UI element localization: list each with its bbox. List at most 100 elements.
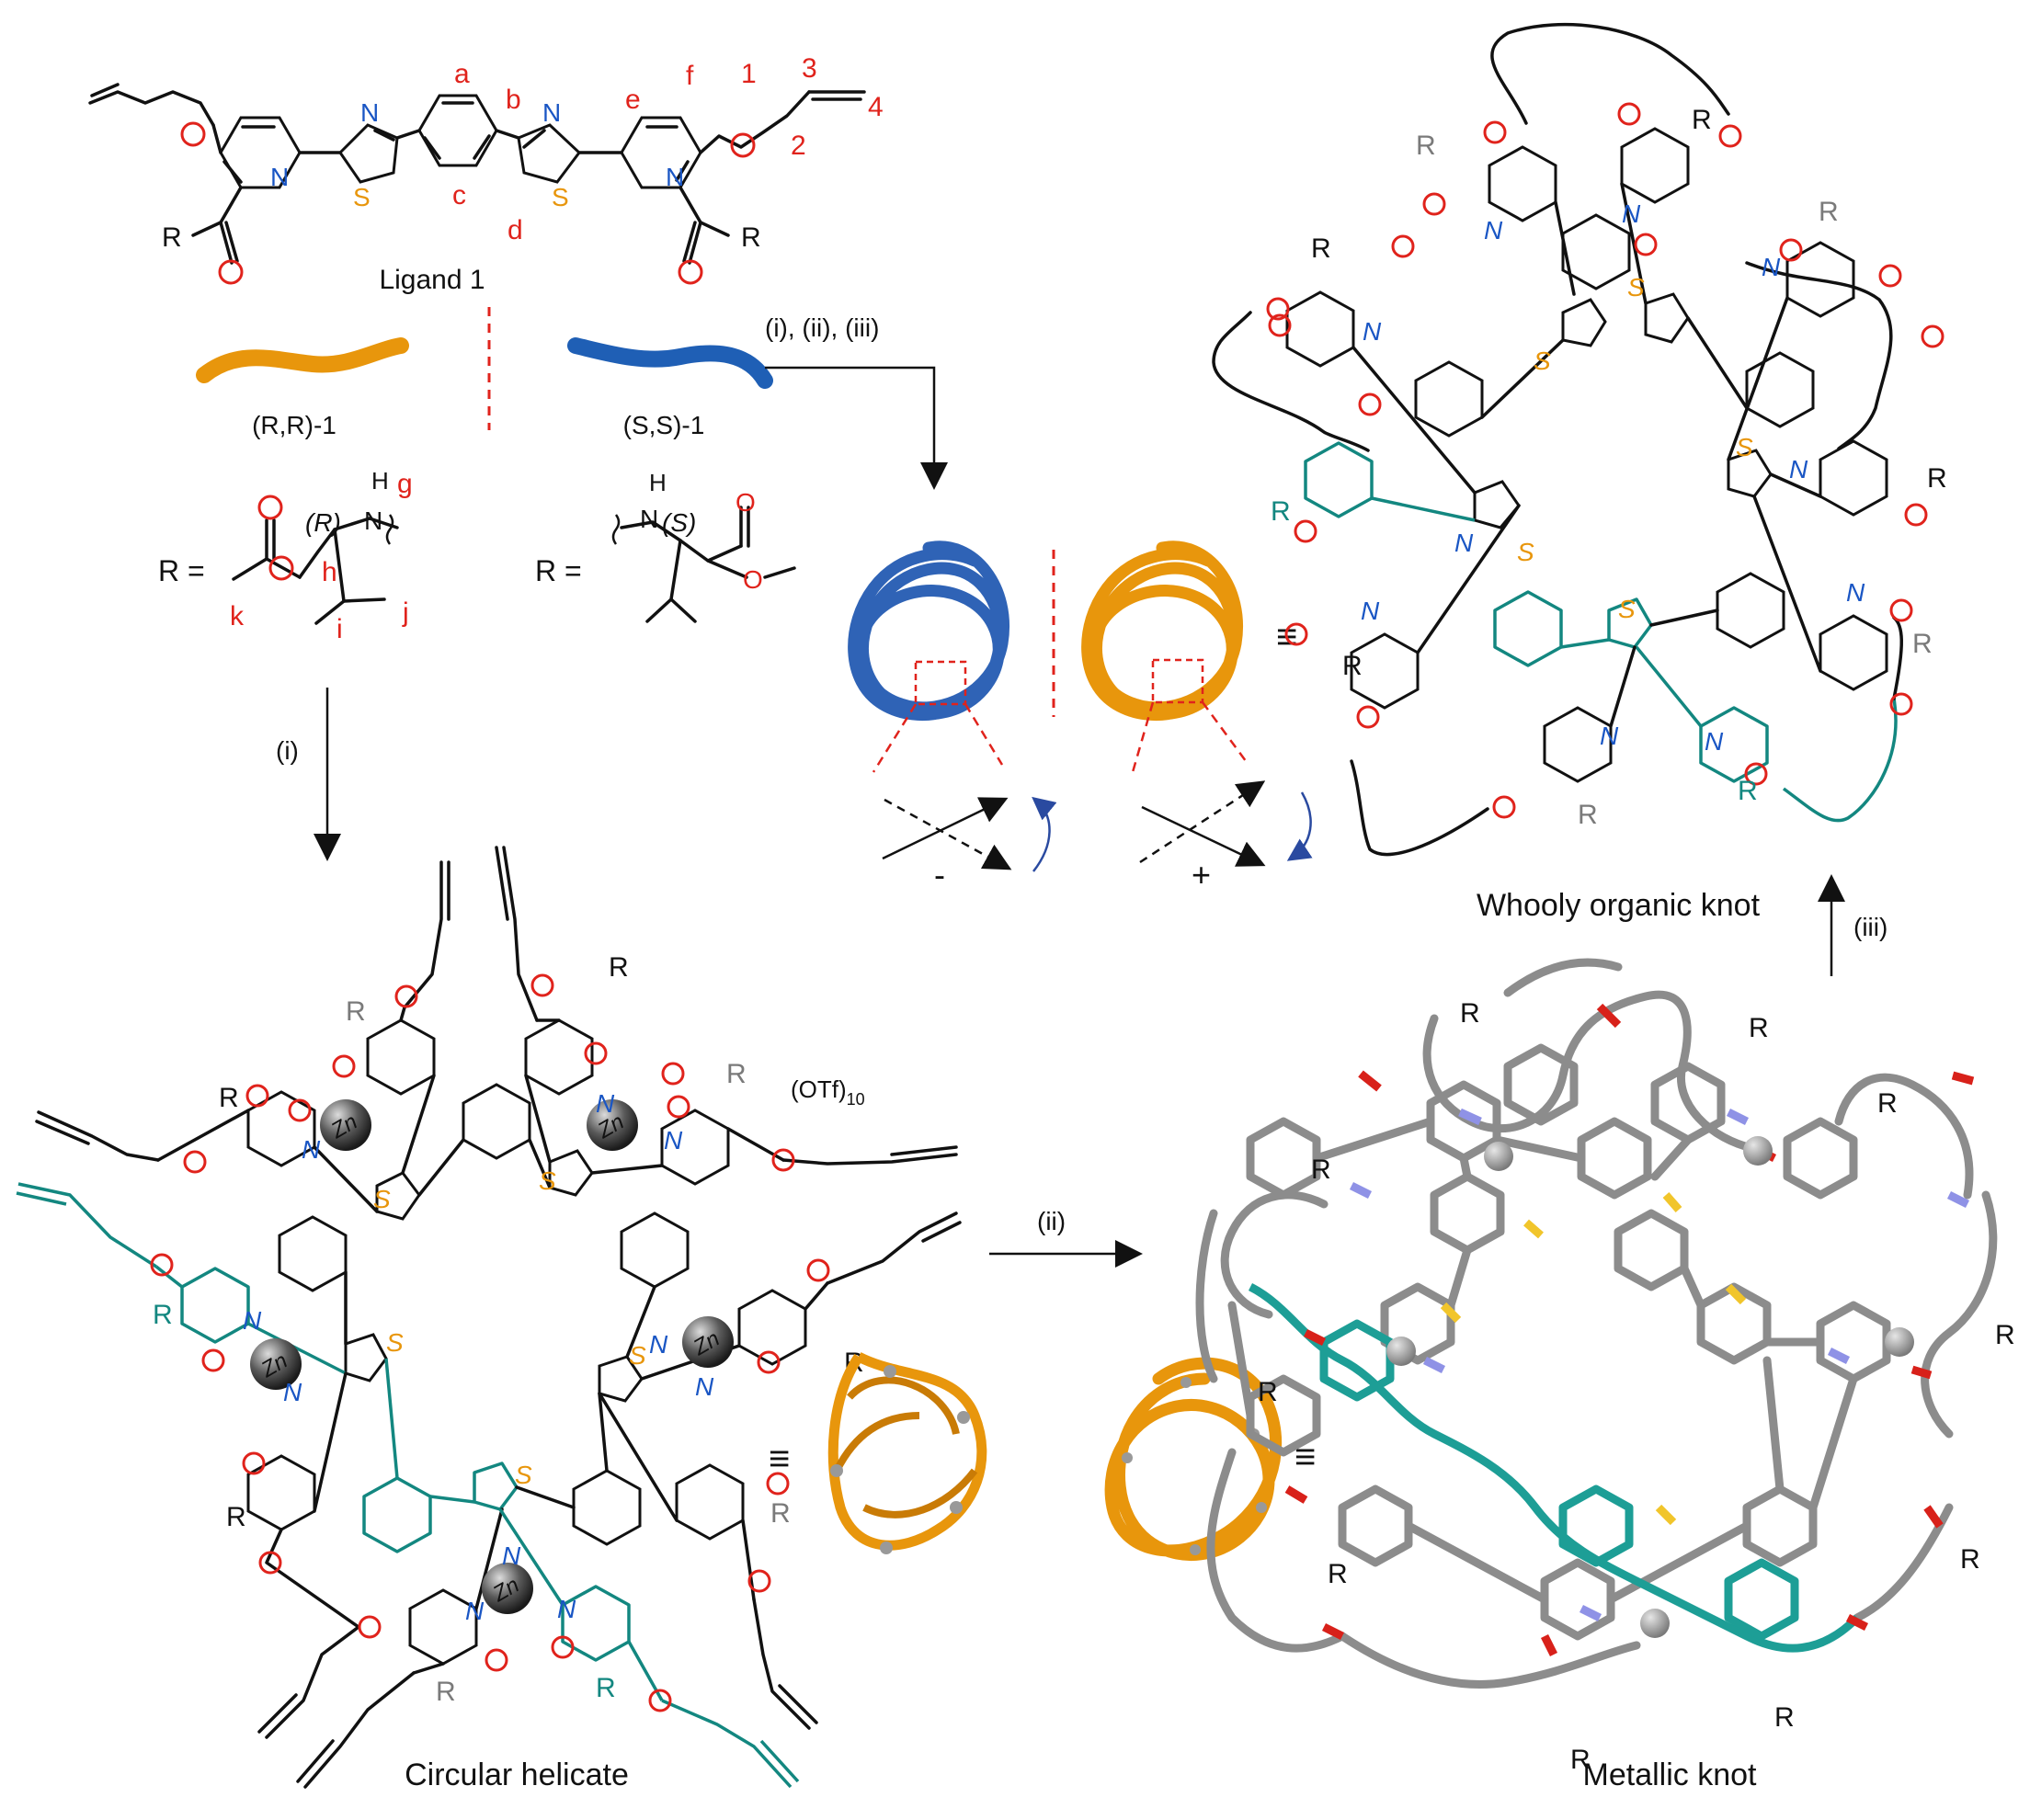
label-h: h [322,557,337,587]
svg-text:R: R [1328,1559,1348,1589]
svg-text:N: N [465,1597,485,1625]
svg-text:N: N [1705,727,1724,756]
svg-text:N: N [283,1378,302,1406]
svg-text:R: R [1774,1702,1795,1733]
label-i: i [336,614,343,644]
svg-text:R: R [346,996,366,1027]
ligand-n-pyr-left: N [270,163,289,191]
svg-text:S: S [1627,273,1645,301]
helicate-caption: Circular helicate [405,1757,629,1792]
svg-text:R: R [436,1677,456,1707]
ligand-s-left: S [353,183,371,211]
svg-text:R: R [1819,197,1839,227]
r-group-r-structure [232,495,399,625]
crossing-positive-sign: + [1192,856,1211,893]
ligand-n-pyr-right: N [666,163,684,191]
svg-text:N: N [1363,317,1382,346]
helicate-oxygens [150,973,830,1712]
svg-text:S: S [515,1461,532,1489]
nh-atom-right: N [640,505,658,533]
helicate-atom-letters: R R R R R R R R R R N N N N N N N N N N … [153,952,864,1707]
ligand-r-right: R [741,222,761,253]
svg-text:R: R [1311,1155,1331,1185]
svg-text:N: N [1622,199,1641,228]
svg-text:R: R [1570,1745,1591,1775]
crossing-negative-sign: - [934,856,945,893]
svg-text:R: R [1738,776,1758,806]
step-combined-label: (i), (ii), (iii) [765,313,879,342]
label-2: 2 [791,131,806,161]
knot-blue-pentafoil [848,540,1009,722]
s-group-ester-o: O [743,565,763,594]
equiv-symbol-helicate: ≡ [769,1439,790,1479]
organic-knot-caption: Whooly organic knot [1477,888,1761,923]
svg-text:R: R [1995,1320,2015,1350]
svg-text:N: N [1361,597,1380,625]
ligand-title: Ligand 1 [379,265,485,295]
svg-text:R: R [726,1059,747,1089]
svg-text:N: N [1762,253,1781,281]
circular-helicate-structure [16,846,962,1789]
metallic-knot-caption: Metallic knot [1583,1757,1758,1792]
r-equals-right: R = [535,554,582,587]
svg-text:R: R [1416,131,1436,161]
counterion-label: (OTf)10 [791,1075,865,1109]
ss-enantiomer-tube [567,337,773,389]
step-iii-label: (iii) [1853,913,1887,941]
r-group-s-structure [611,506,796,623]
svg-text:S: S [539,1166,556,1195]
svg-text:S: S [1736,433,1753,461]
rr-enantiomer-label: (R,R)-1 [252,411,336,439]
label-a: a [454,59,470,89]
knot-orange-pentafoil [1081,540,1243,722]
step-ii-label: (ii) [1037,1207,1066,1235]
svg-text:R: R [1271,496,1291,527]
label-g: g [397,469,413,499]
organic-knot-structure [1212,23,1903,857]
organic-knot-atom-letters: R R R R R R R R R R N N N N N N N N N N … [1271,105,1947,830]
svg-text:N: N [1454,529,1474,557]
helicate-zn-centers [250,1099,734,1614]
h-atom-left: H [371,467,389,495]
svg-text:R: R [609,952,629,983]
r-config-label: (R) [305,508,341,537]
s-group-carbonyl-o: O [736,488,756,517]
metallic-knot-r-labels: R R R R R R R R R R [1258,998,2015,1775]
svg-text:N: N [1600,722,1619,750]
ligand-r-left: R [162,222,182,253]
label-1: 1 [741,59,757,89]
svg-text:R: R [1749,1013,1769,1043]
svg-text:N: N [502,1541,521,1570]
svg-text:N: N [243,1306,262,1335]
crossing-diagrams [872,701,1313,872]
svg-text:R: R [1692,105,1712,135]
label-j: j [402,597,409,628]
svg-text:N: N [1789,455,1808,483]
svg-text:R: R [1877,1088,1898,1119]
svg-text:R: R [219,1083,239,1113]
metallic-knot-crystal-structure [1195,958,1998,1689]
svg-text:N: N [664,1126,683,1155]
svg-text:N: N [1484,216,1503,245]
ligand-structure [88,83,866,285]
svg-text:R: R [153,1300,173,1330]
svg-text:R: R [1342,651,1363,681]
svg-text:N: N [596,1089,615,1118]
h-atom-right: H [649,469,667,496]
svg-text:R: R [770,1498,791,1529]
svg-text:N: N [649,1330,668,1359]
svg-text:S: S [1517,538,1534,566]
s-config-label: (S) [662,508,696,537]
svg-text:S: S [1618,595,1636,623]
svg-text:R: R [1460,998,1480,1029]
label-b: b [506,85,521,115]
rr-enantiomer-tube [196,337,409,383]
label-k: k [230,601,245,631]
arrow-to-knot-topology [765,366,948,490]
svg-text:R: R [1927,463,1947,494]
svg-text:R: R [1311,233,1331,264]
helicate-tube-model [827,1352,987,1554]
step-i-label: (i) [276,736,299,765]
nh-atom-left: N [364,506,382,535]
